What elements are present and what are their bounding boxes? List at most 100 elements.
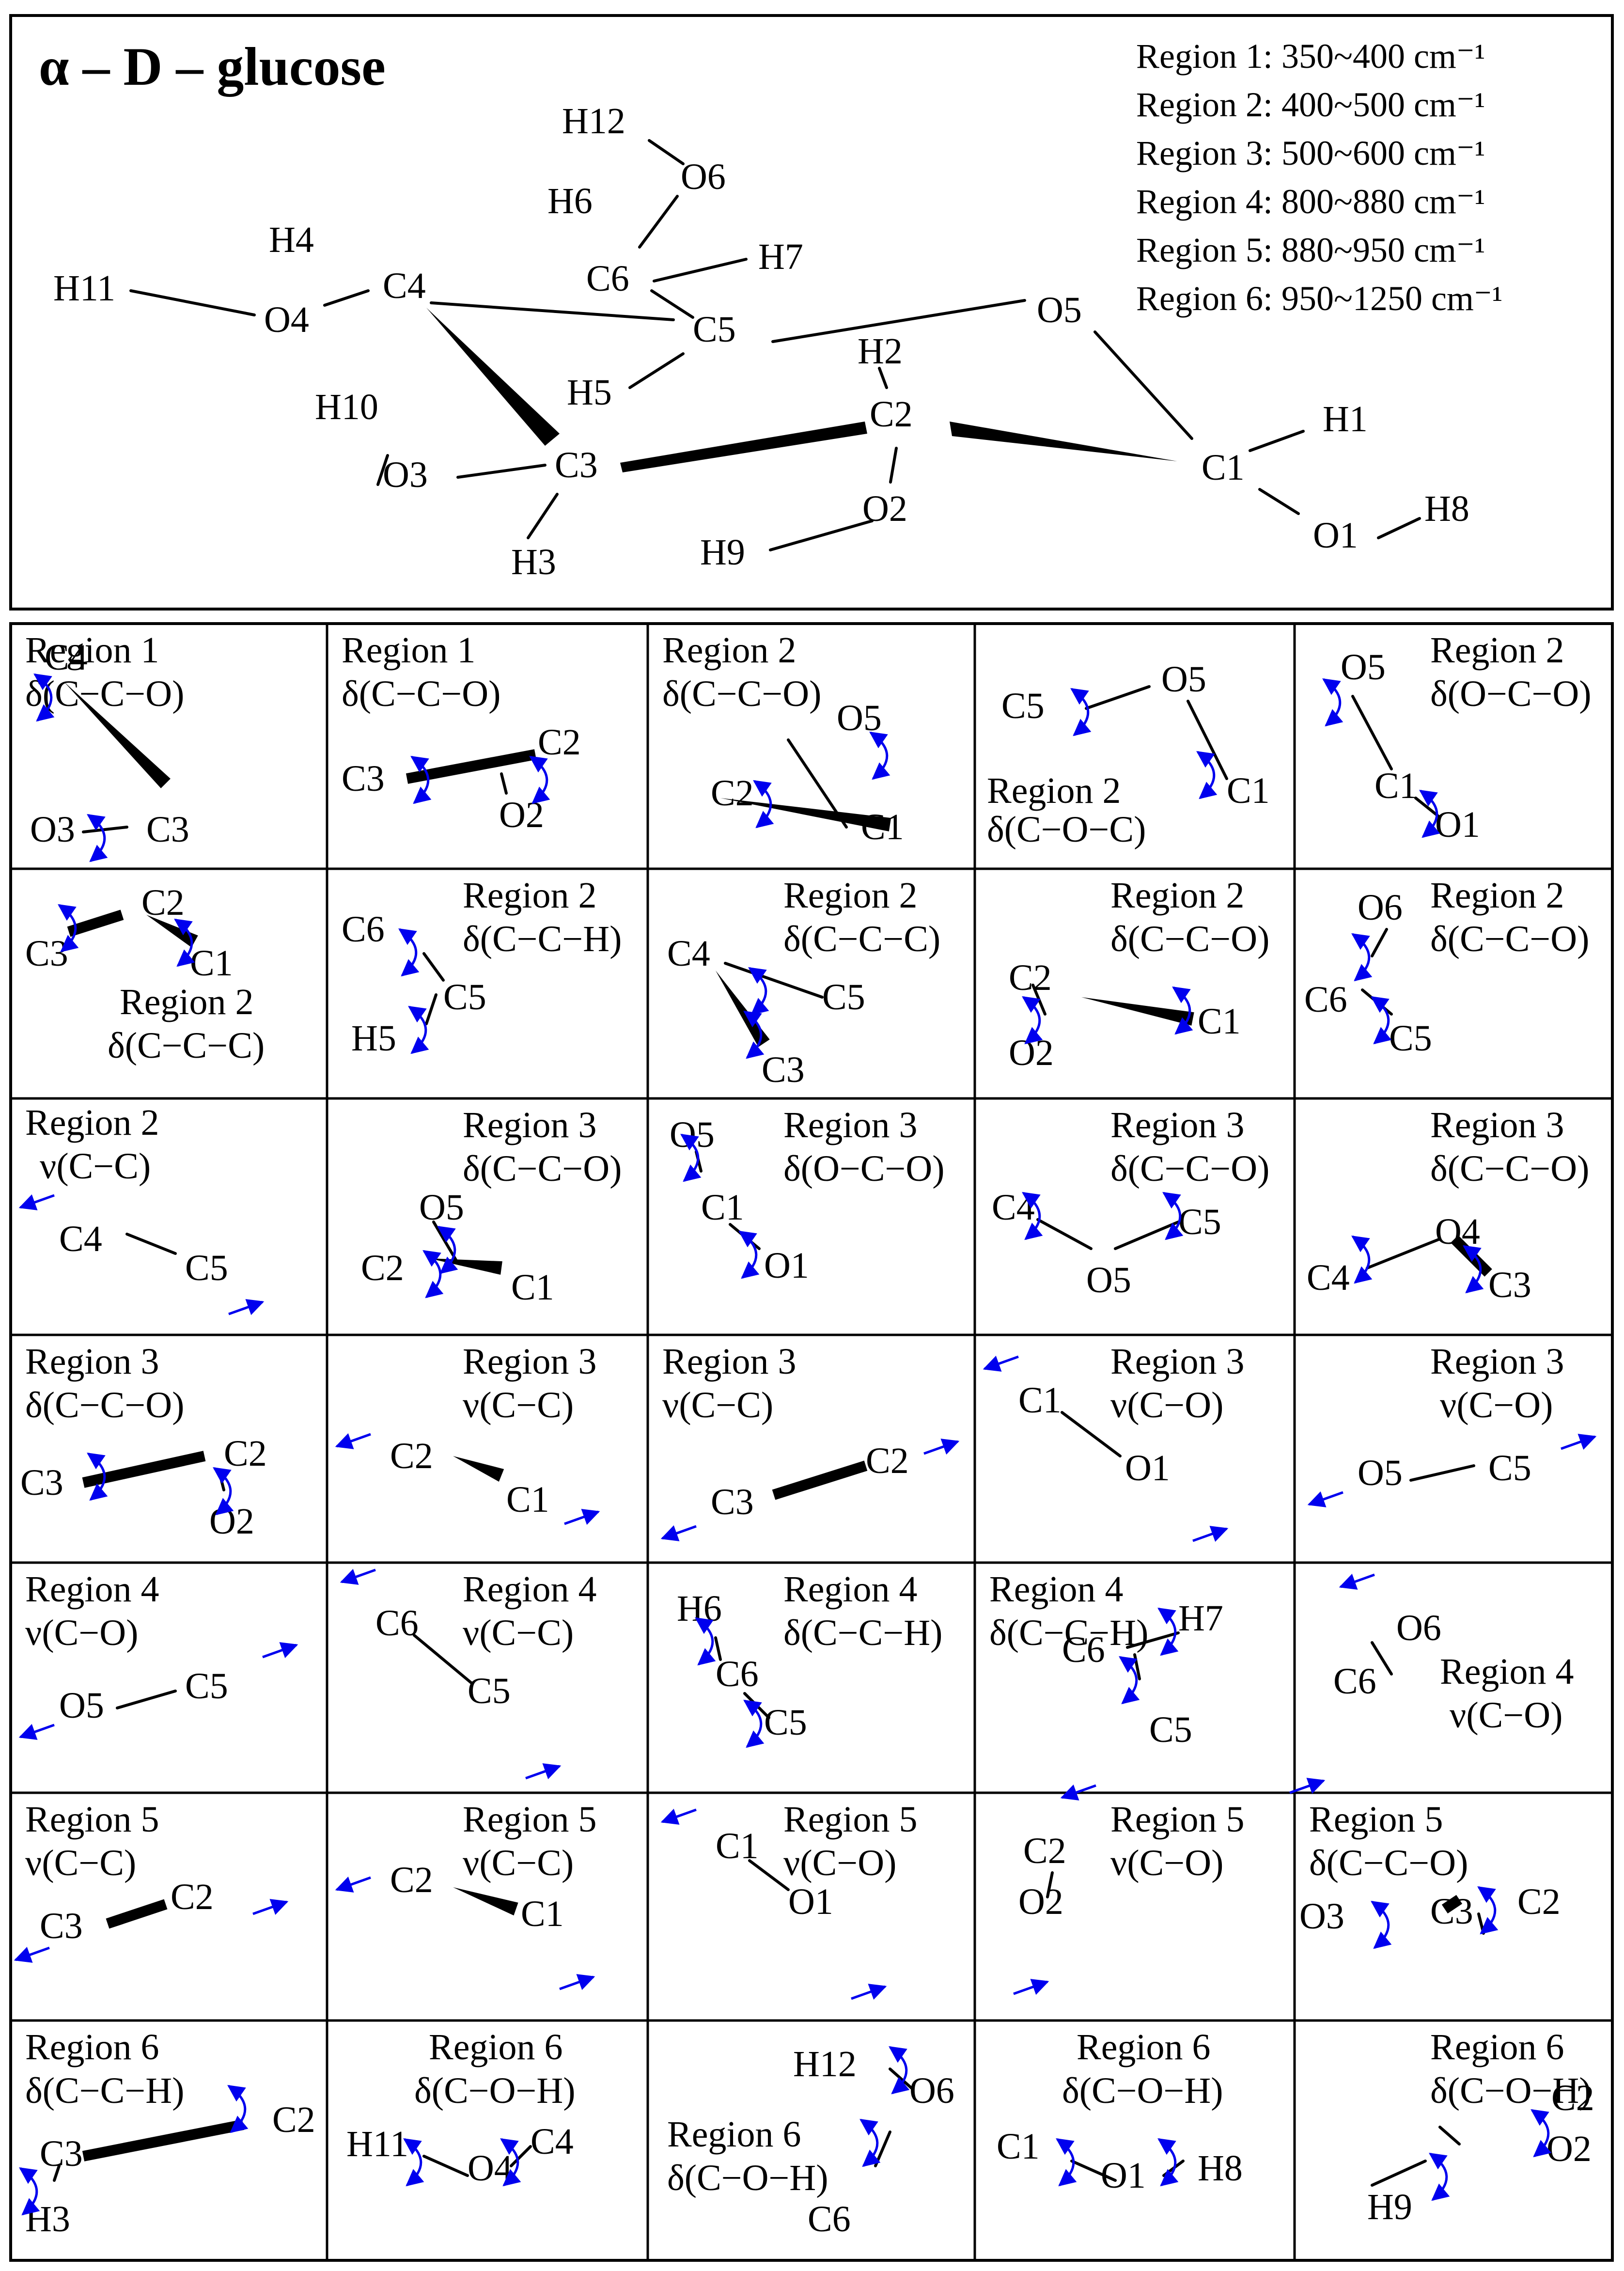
- panel-region-label: Region 6: [1077, 2027, 1211, 2067]
- bond: [1371, 928, 1388, 957]
- atom-label: C6: [342, 909, 385, 950]
- panel-mode-label: δ(C−C−O): [1110, 1148, 1269, 1189]
- panel-region-label: Region 2: [120, 982, 254, 1022]
- grid-lines: [11, 624, 1612, 2260]
- structure-bonds: [129, 139, 1421, 551]
- panel-region-label: Region 4: [463, 1569, 597, 1610]
- panel-mode-label: δ(C−C−O): [1110, 919, 1269, 959]
- bend-arrow: [174, 918, 195, 967]
- atom-label: C4: [531, 2121, 574, 2162]
- atom-label: C5: [185, 1666, 228, 1707]
- atom-label: C3: [1488, 1265, 1531, 1305]
- bend-arrow: [1196, 751, 1218, 799]
- atom-label: C3: [20, 1462, 63, 1503]
- atom-label: O2: [209, 1501, 254, 1542]
- atom-label: C1: [701, 1187, 744, 1228]
- panel-region-label: Region 5: [783, 1799, 918, 1840]
- atom-label: C1: [1018, 1380, 1062, 1421]
- panel-region-label: Region 3: [662, 1341, 796, 1382]
- bend-arrow: [213, 1467, 234, 1516]
- stretch-arrow: [335, 1876, 371, 1893]
- panel-region-label: Region 5: [25, 1799, 159, 1840]
- bond: [413, 1634, 474, 1685]
- panel-mode-label: ν(C−C): [463, 1385, 574, 1425]
- panel-mode-label: ν(C−O): [1440, 1385, 1553, 1425]
- stretch-arrow: [923, 1439, 960, 1455]
- panel-region-label: Region 6: [667, 2114, 801, 2155]
- atom-label: O5: [1086, 1260, 1131, 1300]
- bond: [1371, 2160, 1427, 2187]
- atom-label: H8: [1198, 2148, 1243, 2189]
- atom-label: O3: [383, 454, 428, 495]
- atom-label: H3: [511, 542, 556, 582]
- atom-label: H11: [346, 2124, 408, 2164]
- bend-arrow: [1429, 2152, 1450, 2201]
- panel-region-label: Region 3: [1430, 1105, 1564, 1145]
- bond: [500, 772, 508, 795]
- stretch-arrow: [18, 1194, 55, 1210]
- panel-mode-label: δ(C−O−H): [414, 2070, 576, 2111]
- bend-arrow: [1371, 996, 1392, 1045]
- atom-label: C1: [1227, 770, 1270, 811]
- panel-region-label: Region 2: [987, 770, 1121, 811]
- atom-label: C4: [59, 1219, 102, 1259]
- atom-label: C2: [866, 1441, 909, 1481]
- bond-wedge: [64, 682, 171, 788]
- stretch-arrow: [335, 1433, 371, 1449]
- range-2: Region 2: 400~500 cm⁻¹: [1136, 85, 1485, 124]
- atom-label: C1: [1202, 447, 1245, 488]
- range-5: Region 5: 880~950 cm⁻¹: [1136, 231, 1485, 269]
- atom-label: C3: [342, 758, 385, 799]
- panel-region-label: Region 5: [463, 1799, 597, 1840]
- stretch-arrow: [1192, 1526, 1229, 1542]
- atom-label: C2: [361, 1248, 404, 1288]
- bond: [1070, 2160, 1117, 2182]
- atom-label: O2: [862, 488, 907, 529]
- panel-mode-label: δ(C−C−O): [25, 1385, 184, 1425]
- atom-label: O5: [59, 1685, 104, 1726]
- stretch-arrow: [1013, 1979, 1049, 1995]
- atom-label: C2: [171, 1877, 214, 1917]
- bend-arrow: [529, 755, 550, 804]
- panel-mode-label: δ(C−C−H): [783, 1613, 942, 1653]
- atom-label: C5: [1488, 1448, 1531, 1488]
- atom-label: C5: [693, 309, 736, 350]
- atom-label: H9: [1367, 2187, 1412, 2227]
- atom-label: O3: [1299, 1896, 1344, 1937]
- atom-label: H8: [1424, 488, 1469, 529]
- panel-region-label: Region 3: [1110, 1341, 1245, 1382]
- bend-arrow: [87, 1452, 108, 1501]
- panel-mode-label: δ(C−C−O): [342, 673, 500, 714]
- bend-arrow: [1463, 1245, 1484, 1294]
- panel-region-label: Region 4: [1440, 1651, 1574, 1692]
- atom-label: C1: [511, 1267, 554, 1308]
- bend-arrow: [680, 1133, 702, 1182]
- atom-label: O5: [1341, 647, 1386, 688]
- atom-label: C5: [1149, 1709, 1192, 1750]
- bend-arrow: [1419, 789, 1440, 838]
- panel-mode-label: ν(C−O): [25, 1613, 138, 1653]
- panel-grid-frame: [9, 622, 1614, 2262]
- panel-mode-label: ν(C−C): [463, 1843, 574, 1883]
- atom-label: C3: [762, 1049, 805, 1090]
- bond: [1187, 700, 1228, 780]
- panel-region-label: Region 2: [662, 630, 796, 671]
- atom-label: C2: [870, 394, 913, 435]
- panel-region-label: Region 2: [1430, 630, 1564, 671]
- panel-region-label: Region 2: [463, 875, 597, 916]
- bond: [1046, 1871, 1054, 1898]
- bend-arrow: [1530, 2109, 1552, 2158]
- panel-mode-label: δ(C−C−H): [463, 919, 622, 959]
- range-1: Region 1: 350~400 cm⁻¹: [1136, 37, 1485, 76]
- atom-label: C4: [1307, 1257, 1350, 1298]
- bond: [1371, 1641, 1393, 1676]
- bond: [748, 1859, 790, 1891]
